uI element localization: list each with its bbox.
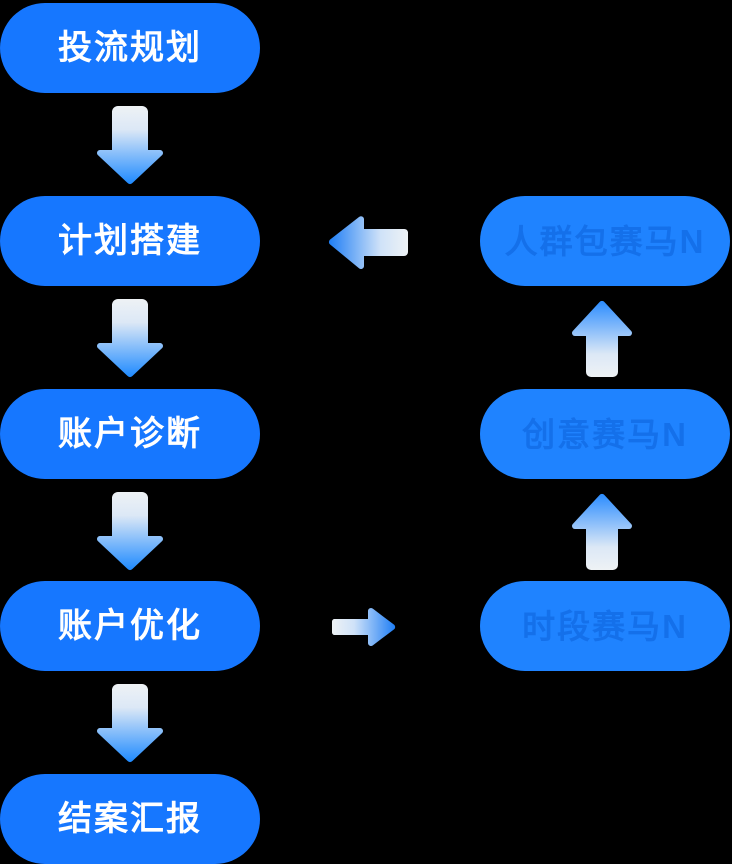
arrow-test-to-plan (328, 214, 410, 270)
arrow-step-4-to-5 (96, 682, 164, 764)
node-test-3-label: 时段赛马N (522, 607, 688, 645)
arrow-step-3-to-4 (96, 490, 164, 572)
node-test-1-label: 人群包赛马N (504, 222, 706, 260)
node-step-1[interactable]: 投流规划 (0, 3, 260, 93)
arrow-test-2-to-1 (571, 299, 633, 379)
node-test-2[interactable]: 创意赛马N (480, 389, 730, 479)
node-test-2-label: 创意赛马N (522, 415, 688, 453)
arrow-step-1-to-2 (96, 104, 164, 186)
node-step-1-label: 投流规划 (58, 29, 202, 67)
arrow-test-3-to-2 (571, 492, 633, 572)
arrow-optimize-to-test (332, 606, 396, 648)
arrow-step-2-to-3 (96, 297, 164, 379)
node-step-5-label: 结案汇报 (58, 800, 202, 838)
node-step-4-label: 账户优化 (58, 607, 202, 645)
node-step-2[interactable]: 计划搭建 (0, 196, 260, 286)
node-test-3[interactable]: 时段赛马N (480, 581, 730, 671)
node-step-3[interactable]: 账户诊断 (0, 389, 260, 479)
node-step-3-label: 账户诊断 (58, 415, 202, 453)
node-test-1[interactable]: 人群包赛马N (480, 196, 730, 286)
node-step-2-label: 计划搭建 (58, 222, 202, 260)
node-step-4[interactable]: 账户优化 (0, 581, 260, 671)
node-step-5[interactable]: 结案汇报 (0, 774, 260, 864)
